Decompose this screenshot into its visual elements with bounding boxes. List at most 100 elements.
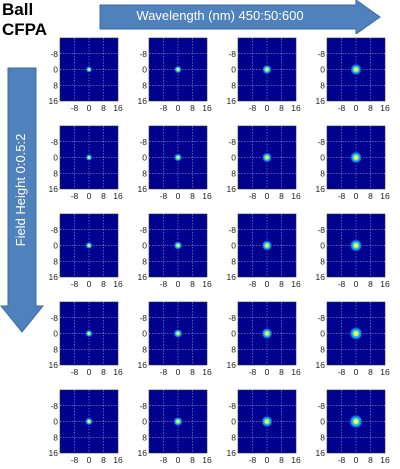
x-tick-label: 8	[279, 455, 284, 465]
x-tick-label: -8	[71, 103, 79, 113]
y-tick-label: -8	[317, 49, 325, 59]
x-tick-label: 8	[190, 103, 195, 113]
y-tick-label: 8	[320, 80, 325, 90]
spot-core	[354, 67, 358, 72]
y-tick-label: -8	[317, 313, 325, 323]
y-tick-label: 8	[320, 256, 325, 266]
spot-core	[176, 156, 180, 159]
y-tick-label: 8	[53, 344, 58, 354]
spot-core	[87, 156, 91, 159]
y-tick-label: -8	[228, 313, 236, 323]
y-tick-label: 8	[320, 432, 325, 442]
y-tick-label: 16	[316, 272, 326, 282]
wavelength-arrow-shape	[99, 0, 381, 34]
spot-core	[353, 155, 359, 160]
x-tick-label: 8	[368, 191, 373, 201]
y-tick-label: 0	[53, 417, 58, 427]
x-tick-label: 16	[113, 279, 123, 289]
x-tick-label: 16	[202, 279, 212, 289]
x-tick-label: 0	[265, 103, 270, 113]
x-tick-label: 16	[113, 103, 123, 113]
y-tick-label: 0	[320, 65, 325, 75]
x-tick-label: -8	[160, 191, 168, 201]
x-tick-label: 0	[176, 279, 181, 289]
y-tick-label: 0	[231, 153, 236, 163]
y-tick-label: -8	[317, 225, 325, 235]
x-tick-label: -8	[160, 455, 168, 465]
y-tick-label: 16	[138, 272, 148, 282]
y-tick-label: 16	[316, 96, 326, 106]
y-tick-label: 8	[142, 432, 147, 442]
y-tick-label: 16	[49, 184, 59, 194]
x-tick-label: 16	[380, 279, 390, 289]
field-height-arrow	[0, 67, 44, 333]
y-tick-label: -8	[228, 137, 236, 147]
spot-core	[265, 155, 269, 160]
x-tick-label: 0	[176, 103, 181, 113]
spot-core	[87, 244, 91, 247]
y-tick-label: 8	[142, 168, 147, 178]
y-tick-label: -8	[139, 137, 147, 147]
y-tick-label: -8	[50, 313, 58, 323]
x-tick-label: 16	[380, 367, 390, 377]
y-tick-label: 8	[231, 432, 236, 442]
x-tick-label: -8	[160, 279, 168, 289]
y-tick-label: 0	[142, 153, 147, 163]
x-tick-label: 16	[202, 367, 212, 377]
y-tick-label: -8	[50, 401, 58, 411]
spot-core	[265, 331, 269, 336]
x-tick-label: -8	[338, 279, 346, 289]
x-tick-label: -8	[160, 103, 168, 113]
y-tick-label: -8	[228, 225, 236, 235]
y-tick-label: 8	[231, 80, 236, 90]
x-tick-label: -8	[71, 191, 79, 201]
y-tick-label: 0	[320, 329, 325, 339]
y-tick-label: 8	[231, 256, 236, 266]
y-tick-label: 0	[231, 417, 236, 427]
x-tick-label: -8	[338, 367, 346, 377]
x-tick-label: 8	[101, 279, 106, 289]
x-tick-label: -8	[249, 279, 257, 289]
x-tick-label: -8	[160, 367, 168, 377]
y-tick-label: 0	[320, 153, 325, 163]
y-tick-label: -8	[317, 401, 325, 411]
x-tick-label: 8	[190, 191, 195, 201]
x-tick-label: 0	[265, 279, 270, 289]
y-tick-label: 0	[320, 241, 325, 251]
y-tick-label: 0	[142, 417, 147, 427]
x-tick-label: 0	[354, 367, 359, 377]
chart-title: Ball CFPA	[2, 0, 47, 40]
x-tick-label: 0	[87, 367, 92, 377]
x-tick-label: 0	[87, 279, 92, 289]
spot-core	[176, 331, 180, 336]
y-tick-label: 0	[53, 65, 58, 75]
x-tick-label: 8	[368, 103, 373, 113]
y-tick-label: 16	[49, 360, 59, 370]
y-tick-label: 16	[138, 448, 148, 458]
y-tick-label: 8	[142, 344, 147, 354]
x-tick-label: 8	[190, 367, 195, 377]
x-tick-label: 8	[279, 103, 284, 113]
y-tick-label: -8	[139, 401, 147, 411]
title-line-2: CFPA	[2, 20, 48, 39]
y-tick-label: 16	[316, 184, 326, 194]
y-tick-label: 0	[231, 241, 236, 251]
y-tick-label: 16	[49, 272, 59, 282]
x-tick-label: 0	[176, 367, 181, 377]
x-tick-label: 16	[113, 455, 123, 465]
x-tick-label: 16	[291, 279, 301, 289]
x-tick-label: 0	[354, 279, 359, 289]
x-tick-label: 16	[113, 367, 123, 377]
y-tick-label: 16	[49, 448, 59, 458]
y-tick-label: -8	[50, 49, 58, 59]
spot-core	[176, 68, 180, 71]
x-tick-label: 8	[368, 367, 373, 377]
